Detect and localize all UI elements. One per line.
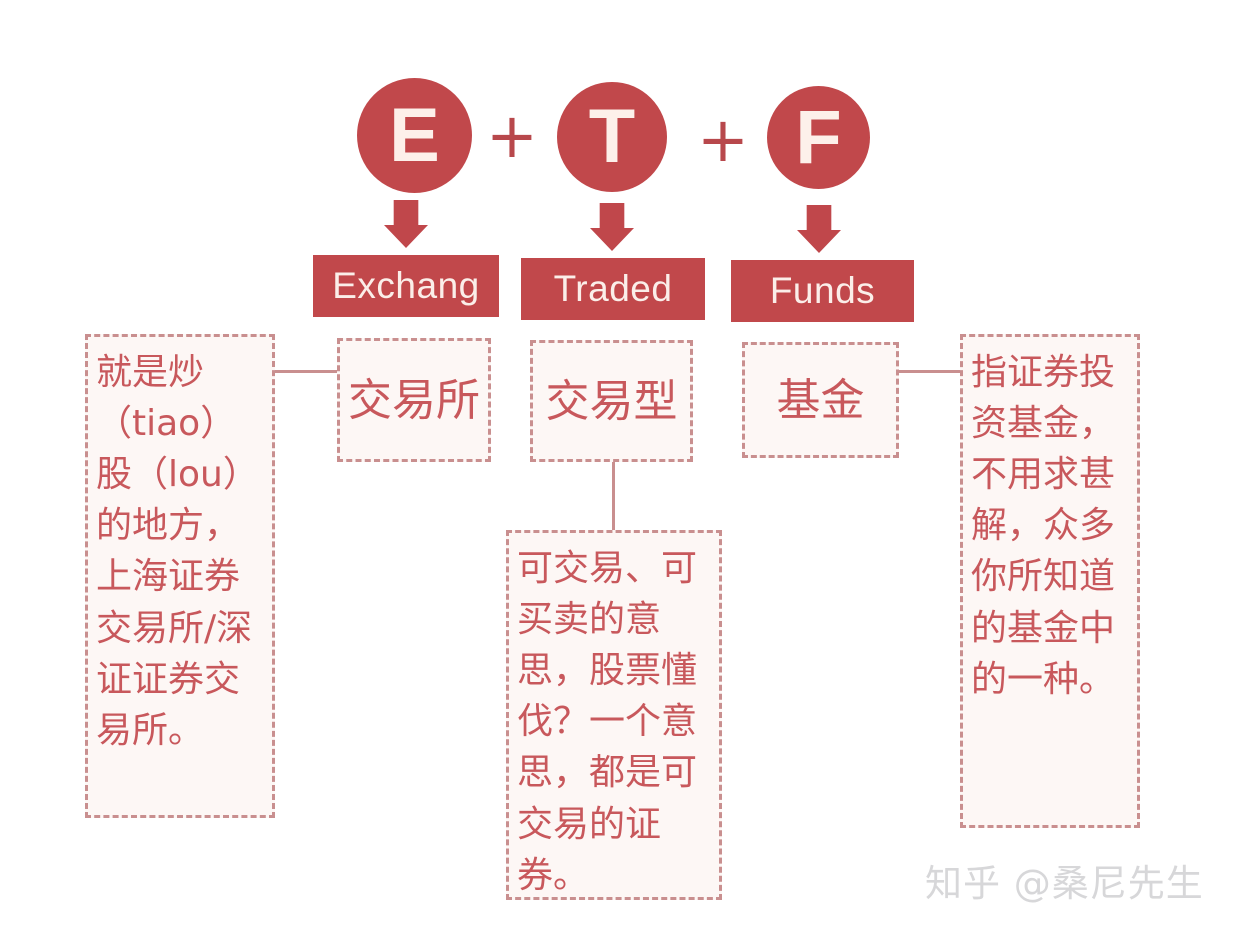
arrow-down-icon-exchange: [384, 200, 428, 248]
acronym-circle-f: F: [767, 86, 870, 189]
chinese-term-box-exchange: 交易所: [337, 338, 491, 462]
explanation-box-exchange: 就是炒（tiao）股（lou）的地方，上海证券交易所/深证证券交易所。: [85, 334, 275, 818]
acronym-circle-e: E: [357, 78, 472, 193]
plus-icon-1: +: [486, 99, 538, 172]
english-label-funds: Funds: [731, 260, 914, 322]
arrow-down-icon-traded: [590, 203, 634, 251]
connector-exchange-explanation: [273, 370, 339, 373]
chinese-term-label-exchange: 交易所: [348, 374, 480, 426]
plus-icon-2: +: [697, 103, 749, 176]
explanation-text-funds: 指证券投资基金，不用求甚解，众多你所知道的基金中的一种。: [971, 352, 1116, 700]
explanation-text-traded: 可交易、可买卖的意思，股票懂伐？一个意思，都是可交易的证券。: [517, 548, 698, 896]
chinese-term-label-funds: 基金: [776, 374, 865, 426]
explanation-box-traded: 可交易、可买卖的意思，股票懂伐？一个意思，都是可交易的证券。: [506, 530, 722, 900]
english-label-exchang: Exchang: [313, 255, 499, 317]
connector-traded-explanation: [612, 460, 615, 532]
connector-funds-explanation: [899, 370, 963, 373]
arrow-down-icon-funds: [797, 205, 841, 253]
explanation-text-exchange: 就是炒（tiao）股（lou）的地方，上海证券交易所/深证证券交易所。: [96, 352, 259, 751]
watermark-label: 知乎 @桑尼先生: [925, 862, 1204, 905]
english-label-traded: Traded: [521, 258, 705, 320]
chinese-term-label-traded: 交易型: [545, 375, 678, 427]
chinese-term-box-funds: 基金: [742, 342, 899, 458]
explanation-box-funds: 指证券投资基金，不用求甚解，众多你所知道的基金中的一种。: [960, 334, 1140, 828]
chinese-term-box-traded: 交易型: [530, 340, 693, 462]
acronym-circle-t: T: [557, 82, 667, 192]
